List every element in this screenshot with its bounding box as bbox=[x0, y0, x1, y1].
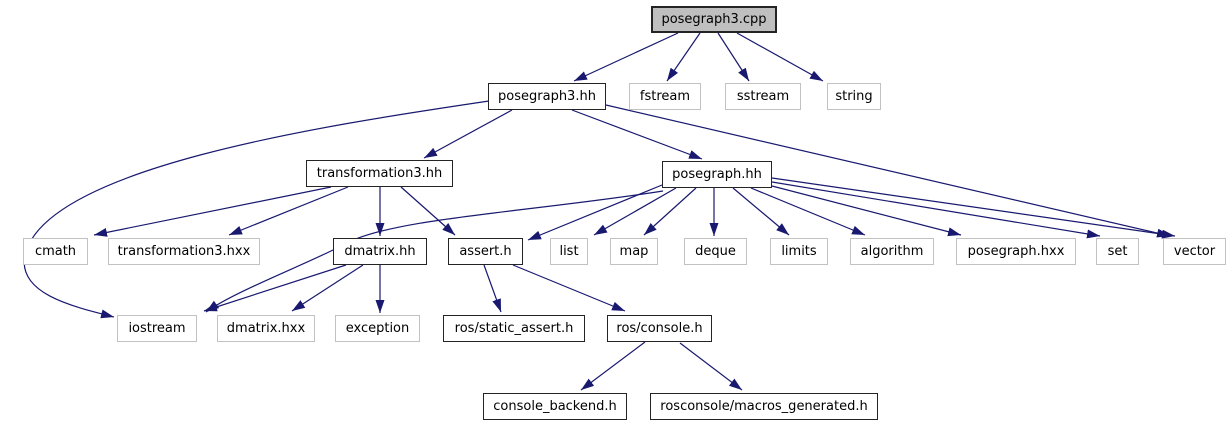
node-posegraph_hxx: posegraph.hxx bbox=[956, 238, 1076, 265]
node-fstream: fstream bbox=[629, 83, 701, 110]
node-posegraph_hh[interactable]: posegraph.hh bbox=[662, 161, 772, 188]
node-rosconsole_macros_generated_h[interactable]: rosconsole/macros_generated.h bbox=[650, 393, 878, 420]
node-label: cmath bbox=[34, 244, 77, 259]
edge-posegraph_hh-to-map bbox=[643, 187, 697, 236]
node-list: list bbox=[550, 238, 588, 265]
node-deque: deque bbox=[684, 238, 747, 265]
edge-posegraph_hh-to-limits bbox=[732, 187, 790, 236]
node-posegraph3_hh[interactable]: posegraph3.hh bbox=[488, 83, 606, 110]
node-set: set bbox=[1096, 238, 1139, 265]
edge-posegraph3_hh-to-transformation3_hh bbox=[423, 109, 513, 159]
edge-posegraph3_hh-to-iostream bbox=[23, 100, 490, 319]
node-string: string bbox=[827, 83, 881, 110]
node-sstream: sstream bbox=[725, 83, 801, 110]
node-label: ros/console.h bbox=[616, 321, 703, 336]
edge-assert_h-to-ros_static_assert_h bbox=[483, 264, 502, 313]
edge-posegraph3_cpp-to-sstream bbox=[717, 32, 750, 82]
node-label: posegraph3.hh bbox=[498, 89, 596, 104]
node-label: posegraph3.cpp bbox=[661, 12, 767, 27]
node-ros_console_h[interactable]: ros/console.h bbox=[607, 315, 712, 342]
node-label: iostream bbox=[128, 321, 186, 336]
edge-posegraph_hh-to-algorithm bbox=[750, 187, 866, 236]
node-label: console_backend.h bbox=[493, 399, 617, 414]
node-label: sstream bbox=[736, 89, 790, 104]
node-label: deque bbox=[695, 244, 736, 259]
node-label: limits bbox=[781, 244, 817, 259]
edge-posegraph_hh-to-iostream bbox=[205, 190, 664, 313]
node-vector: vector bbox=[1163, 238, 1226, 265]
edge-posegraph_hh-to-list bbox=[593, 187, 677, 236]
node-label: dmatrix.hh bbox=[344, 244, 416, 259]
node-label: exception bbox=[345, 321, 410, 336]
edge-posegraph3_hh-to-vector bbox=[605, 104, 1171, 238]
edge-assert_h-to-ros_console_h bbox=[512, 264, 626, 312]
edge-posegraph3_cpp-to-fstream bbox=[666, 32, 701, 82]
node-dmatrix_hh[interactable]: dmatrix.hh bbox=[333, 238, 427, 265]
edge-ros_console_h-to-rosconsole_macros_generated_h bbox=[679, 342, 743, 391]
edge-posegraph_hh-to-posegraph_hxx bbox=[771, 185, 962, 237]
edge-transformation3_hh-to-transformation3_hxx bbox=[228, 186, 349, 236]
node-algorithm: algorithm bbox=[850, 238, 934, 265]
node-transformation3_hxx: transformation3.hxx bbox=[108, 238, 260, 265]
edge-posegraph_hh-to-set bbox=[771, 181, 1101, 239]
node-label: vector bbox=[1173, 244, 1216, 259]
node-label: transformation3.hh bbox=[316, 166, 443, 181]
node-ros_static_assert_h[interactable]: ros/static_assert.h bbox=[443, 315, 585, 342]
node-limits: limits bbox=[770, 238, 828, 265]
edge-posegraph3_hh-to-posegraph_hh bbox=[571, 109, 703, 160]
node-label: set bbox=[1107, 244, 1128, 259]
edge-ros_console_h-to-console_backend_h bbox=[580, 341, 646, 391]
edge-transformation3_hh-to-assert_h bbox=[400, 186, 456, 236]
node-label: posegraph.hxx bbox=[967, 244, 1065, 259]
node-cmath: cmath bbox=[23, 238, 88, 265]
edge-transformation3_hh-to-cmath bbox=[93, 186, 332, 237]
node-label: posegraph.hh bbox=[672, 167, 762, 182]
node-label: map bbox=[619, 244, 649, 259]
edge-posegraph3_cpp-to-string bbox=[736, 32, 824, 82]
node-label: list bbox=[559, 244, 579, 259]
node-label: rosconsole/macros_generated.h bbox=[660, 399, 868, 414]
node-label: fstream bbox=[639, 89, 691, 104]
edge-dmatrix_hh-to-dmatrix_hxx bbox=[291, 264, 364, 312]
edge-posegraph3_cpp-to-posegraph3_hh bbox=[573, 32, 679, 82]
edge-posegraph_hh-to-vector bbox=[771, 177, 1176, 239]
node-transformation3_hh[interactable]: transformation3.hh bbox=[306, 160, 453, 187]
node-label: string bbox=[835, 89, 873, 104]
node-label: ros/static_assert.h bbox=[454, 321, 574, 336]
node-posegraph3_cpp: posegraph3.cpp bbox=[651, 6, 777, 33]
node-map: map bbox=[610, 238, 658, 265]
node-console_backend_h[interactable]: console_backend.h bbox=[483, 393, 627, 420]
node-iostream: iostream bbox=[117, 315, 197, 342]
node-label: dmatrix.hxx bbox=[226, 321, 306, 336]
node-dmatrix_hxx: dmatrix.hxx bbox=[217, 315, 315, 342]
edge-dmatrix_hh-to-iostream bbox=[203, 264, 347, 312]
edge-posegraph_hh-to-assert_h bbox=[527, 184, 663, 241]
node-label: algorithm bbox=[860, 244, 924, 259]
node-label: transformation3.hxx bbox=[117, 244, 251, 259]
node-label: assert.h bbox=[459, 244, 512, 259]
node-exception: exception bbox=[335, 315, 420, 342]
node-assert_h[interactable]: assert.h bbox=[448, 238, 523, 265]
